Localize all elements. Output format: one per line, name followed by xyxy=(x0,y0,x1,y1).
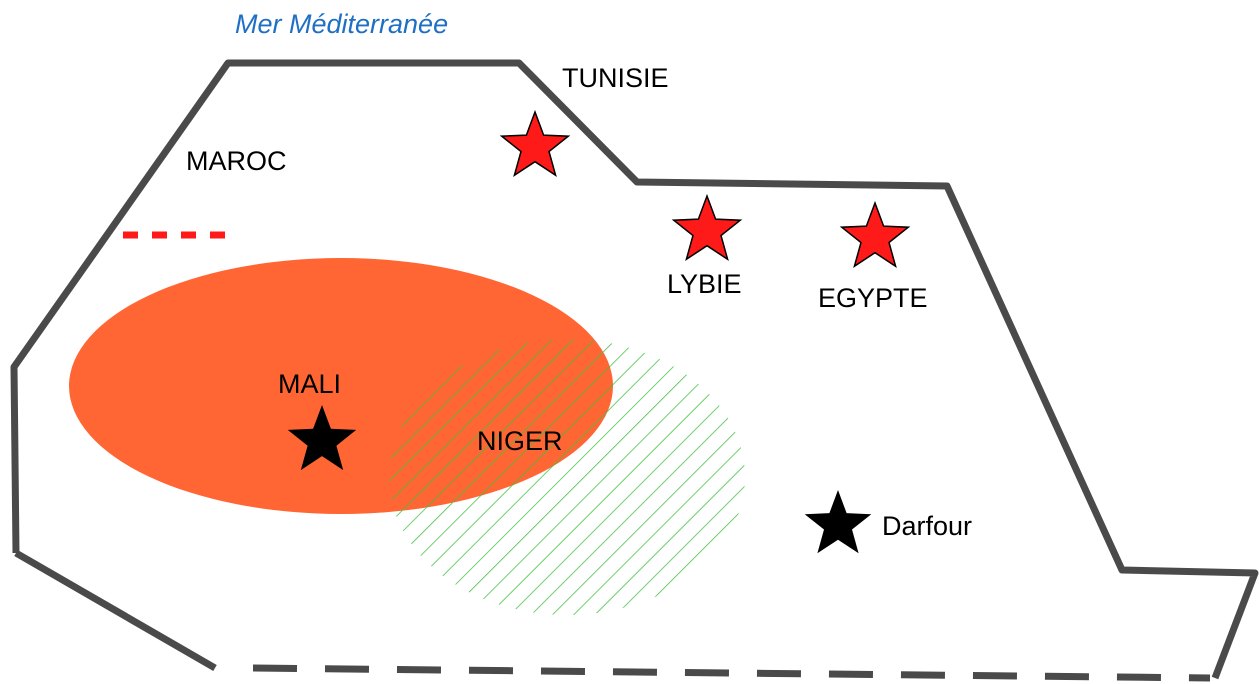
region-border xyxy=(10,59,1259,680)
black-star-mali-icon xyxy=(287,405,357,471)
place-label-darfour: Darfour xyxy=(882,511,972,541)
country-label-tunisie: TUNISIE xyxy=(562,63,669,93)
region-border-southwest xyxy=(14,549,217,672)
country-label-mali: MALI xyxy=(278,369,341,399)
southern-dashed-border xyxy=(252,664,1211,682)
niger-hatched-zone xyxy=(389,339,745,615)
country-label-lybie: LYBIE xyxy=(667,269,742,299)
red-star-tunisie-icon xyxy=(499,109,571,178)
country-label-niger: NIGER xyxy=(477,426,563,456)
black-star-darfour-icon xyxy=(804,490,872,554)
sea-label: Mer Méditerranée xyxy=(235,9,448,39)
country-label-egypte: EGYPTE xyxy=(818,283,928,313)
stars-layer xyxy=(287,109,911,554)
red-star-egypte-icon xyxy=(839,200,911,269)
country-label-maroc: MAROC xyxy=(186,146,287,176)
red-star-lybie-icon xyxy=(671,193,743,262)
